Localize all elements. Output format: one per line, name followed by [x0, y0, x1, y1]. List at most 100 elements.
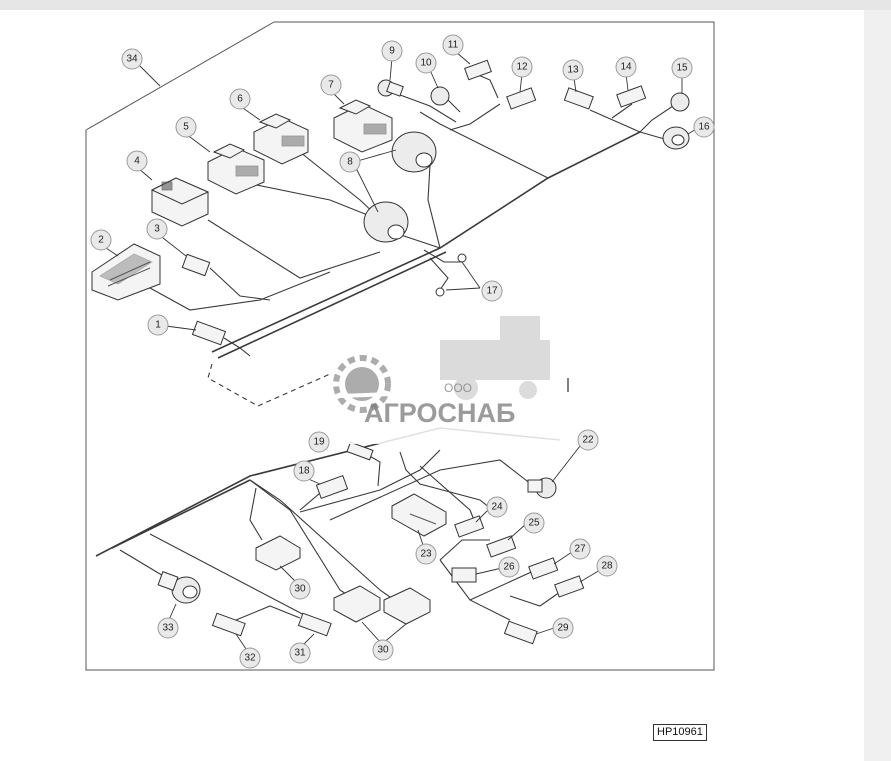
svg-text:22: 22	[582, 435, 594, 446]
figure-id-label: HP10961	[653, 724, 707, 741]
connector-31	[297, 612, 332, 637]
callout-31: 31	[289, 642, 311, 664]
callout-11: 11	[442, 34, 464, 56]
connector-3	[181, 253, 211, 277]
connector-1	[191, 320, 227, 346]
connector-25	[486, 535, 517, 558]
callout-4: 4	[126, 150, 148, 172]
svg-text:27: 27	[574, 544, 586, 555]
connector-5	[207, 143, 265, 195]
plug-9	[377, 79, 404, 97]
svg-text:7: 7	[328, 80, 334, 91]
svg-text:33: 33	[162, 623, 174, 634]
svg-text:34: 34	[126, 54, 138, 65]
connector-14	[616, 85, 647, 108]
connector-32	[211, 612, 246, 637]
connectors-30	[255, 535, 431, 625]
svg-text:2: 2	[98, 235, 104, 246]
callout-28: 28	[596, 555, 618, 577]
watermark-prefix: ООО	[444, 381, 472, 395]
svg-text:1: 1	[155, 320, 161, 331]
callout-22: 22	[577, 429, 599, 451]
callout-34: 34	[121, 48, 143, 70]
callout-33: 33	[157, 617, 179, 639]
connector-7	[333, 99, 393, 153]
callout-18: 18	[293, 460, 315, 482]
svg-text:25: 25	[528, 518, 540, 529]
connector-28	[554, 575, 585, 598]
svg-text:32: 32	[244, 653, 256, 664]
svg-text:4: 4	[134, 156, 140, 167]
svg-text:10: 10	[420, 58, 432, 69]
socket-22	[527, 477, 557, 499]
svg-text:18: 18	[298, 466, 310, 477]
svg-text:28: 28	[601, 561, 613, 572]
svg-text:14: 14	[620, 62, 632, 73]
svg-text:19: 19	[313, 437, 325, 448]
svg-text:6: 6	[237, 94, 243, 105]
connector-11	[464, 59, 492, 81]
terminals-17	[435, 253, 467, 297]
connector-2-block	[91, 243, 161, 301]
callout-30-lower: 30	[372, 639, 394, 661]
top-strip	[0, 0, 891, 10]
relay-4	[150, 177, 210, 227]
callout-7: 7	[320, 74, 342, 96]
callout-10: 10	[415, 52, 437, 74]
callout-19: 19	[308, 431, 330, 453]
callout-25: 25	[523, 512, 545, 534]
callout-5: 5	[175, 116, 197, 138]
gear-icon	[333, 355, 441, 413]
callout-3: 3	[146, 218, 168, 240]
connector-13	[563, 87, 594, 110]
svg-text:8: 8	[347, 157, 353, 168]
callout-17: 17	[481, 280, 503, 302]
svg-text:16: 16	[698, 122, 710, 133]
callout-26: 26	[498, 556, 520, 578]
combine-harvester-icon	[440, 316, 550, 400]
callout-29: 29	[552, 617, 574, 639]
callout-8: 8	[339, 151, 361, 173]
svg-text:12: 12	[516, 62, 528, 73]
connector-6	[253, 113, 309, 165]
svg-text:5: 5	[183, 122, 189, 133]
callout-9: 9	[381, 40, 403, 62]
connector-18	[315, 474, 349, 500]
callout-24: 24	[486, 496, 508, 518]
svg-text:24: 24	[491, 502, 503, 513]
connector-12	[506, 87, 537, 110]
connector-23	[391, 493, 447, 537]
svg-text:26: 26	[503, 562, 515, 573]
svg-text:30: 30	[377, 645, 389, 656]
harness-wires	[95, 73, 677, 621]
callout-23: 23	[415, 543, 437, 565]
svg-text:17: 17	[486, 286, 498, 297]
callout-12: 12	[511, 56, 533, 78]
svg-text:29: 29	[557, 623, 569, 634]
svg-text:9: 9	[389, 46, 395, 57]
svg-text:15: 15	[676, 63, 688, 74]
callout-30-upper: 30	[289, 578, 311, 600]
callout-13: 13	[562, 59, 584, 81]
watermark: ООО АГРОСНАБ	[330, 316, 569, 444]
callout-2: 2	[90, 229, 112, 251]
callout-15: 15	[671, 57, 693, 79]
svg-text:11: 11	[448, 40, 459, 51]
grommet-8-upper	[391, 131, 437, 173]
plug-33	[157, 571, 201, 604]
callout-27: 27	[569, 538, 591, 560]
grommet-16	[662, 126, 690, 150]
plug-15	[670, 92, 690, 112]
components	[91, 59, 690, 645]
connector-26	[451, 567, 477, 583]
connector-19	[346, 441, 374, 461]
svg-text:30: 30	[294, 584, 306, 595]
callout-14: 14	[615, 56, 637, 78]
watermark-company-name: АГРОСНАБ	[364, 398, 515, 428]
plug-10	[430, 86, 450, 106]
svg-text:31: 31	[294, 648, 306, 659]
callout-6: 6	[229, 88, 251, 110]
callout-32: 32	[239, 647, 261, 669]
connector-29	[503, 620, 538, 645]
